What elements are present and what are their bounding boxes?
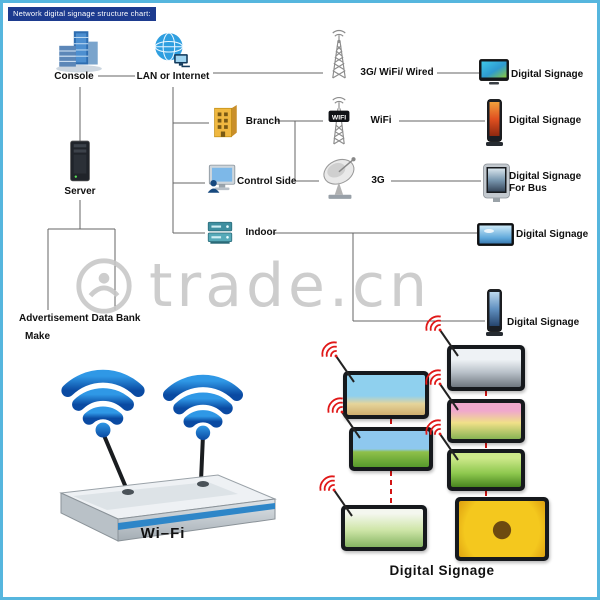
- display-antenna-icon: [425, 369, 459, 411]
- signage-display-flowers: [425, 369, 525, 443]
- data-bank-label: Data Bank: [91, 313, 141, 324]
- server-icon: [67, 140, 93, 184]
- wifi-tower-icon: WIFI: [323, 96, 355, 145]
- console-building-icon: [53, 29, 105, 73]
- kiosk-display-icon: [485, 99, 504, 147]
- lan-internet-globe-icon: [149, 31, 193, 73]
- chart-title: Network digital signage structure chart:: [8, 7, 156, 21]
- wide-display-icon: [477, 223, 514, 246]
- advertisement-label: Advertisement: [19, 313, 89, 324]
- wifi-caption: Wi–Fi: [140, 525, 186, 542]
- control-side-monitor-icon: [205, 163, 237, 197]
- indoor-label: Indoor: [245, 227, 277, 238]
- digital-signage-kiosk2-label: Digital Signage: [507, 317, 580, 328]
- wired-3g-wifi-label: 3G/ WiFi/ Wired: [360, 67, 434, 78]
- display-antenna-icon: [425, 315, 459, 357]
- branch-building-icon: [209, 104, 237, 140]
- branch-label: Branch: [245, 116, 281, 127]
- wifi-signal-icon: [155, 361, 251, 441]
- display-screen: [451, 403, 521, 439]
- antenna-tower-icon: [323, 29, 355, 79]
- 3g-label: 3G: [371, 175, 385, 186]
- tv-display-icon: [479, 59, 509, 86]
- server-label: Server: [64, 186, 96, 197]
- digital-signage-bus-label: Digital Signage For Bus: [509, 171, 581, 195]
- digital-signage-tv-label: Digital Signage: [511, 69, 584, 80]
- satellite-dish-icon: [319, 153, 363, 201]
- wifi-label: WiFi: [370, 115, 392, 126]
- signage-display-beach: [321, 341, 429, 419]
- display-antenna-icon: [425, 419, 459, 461]
- router-icon: [33, 453, 293, 553]
- wifi-signal-icon: [55, 355, 151, 439]
- watermark: trade.cn: [73, 251, 431, 321]
- bus-label-line1: Digital Signage: [509, 171, 582, 182]
- signage-display-green: [425, 419, 525, 491]
- bus-label-line2: For Bus: [509, 183, 547, 194]
- watermark-logo-icon: [76, 258, 132, 314]
- display-screen: [345, 509, 423, 547]
- display-screen: [459, 501, 545, 557]
- console-label: Console: [54, 71, 94, 82]
- digital-signage-kiosk-label: Digital Signage: [509, 115, 582, 126]
- digital-signage-caption: Digital Signage: [389, 563, 495, 578]
- control-side-label: Control Side: [237, 176, 297, 187]
- display-screen: [347, 375, 425, 415]
- display-screen: [353, 431, 429, 467]
- digital-signage-wide-label: Digital Signage: [516, 229, 589, 240]
- signage-display-field: [327, 397, 433, 471]
- display-antenna-icon: [321, 341, 355, 383]
- wifi-tower-text: WIFI: [332, 114, 346, 121]
- watermark-text: trade.cn: [149, 251, 432, 321]
- display-antenna-icon: [319, 475, 353, 517]
- kiosk2-display-icon: [485, 289, 504, 337]
- signage-display-car: [425, 315, 525, 391]
- indoor-equipment-icon: [205, 219, 235, 247]
- signage-display-grass: [319, 475, 427, 551]
- lan-internet-label: LAN or Internet: [136, 71, 210, 82]
- bus-display-icon: [481, 163, 512, 204]
- display-screen: [451, 349, 521, 387]
- make-label: Make: [25, 331, 51, 342]
- display-antenna-icon: [327, 397, 361, 439]
- signage-display-sunflower: [455, 497, 549, 561]
- display-screen: [451, 453, 521, 487]
